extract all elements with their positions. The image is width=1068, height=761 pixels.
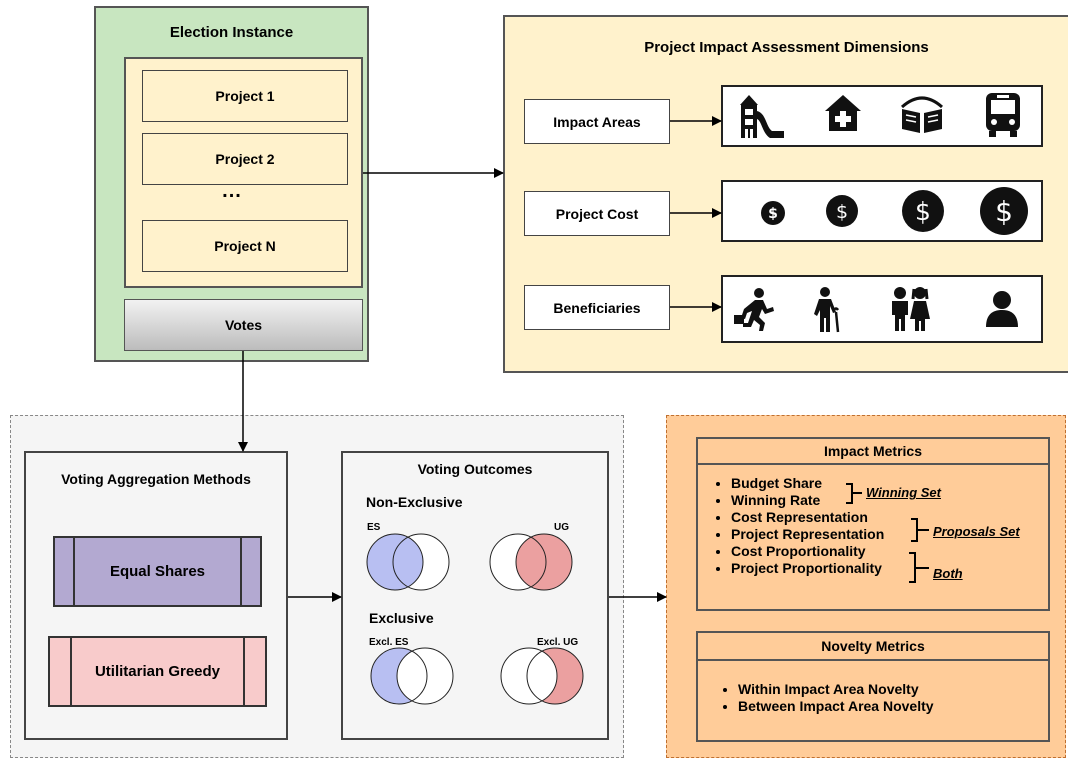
beneficiaries-label: Beneficiaries <box>524 285 670 330</box>
excl-es-label: Excl. ES <box>369 637 409 648</box>
metric-project-representation: Project Representation <box>731 526 884 543</box>
novelty-metrics-panel: Novelty Metrics Within Impact Area Novel… <box>696 631 1050 742</box>
impact-areas-label: Impact Areas <box>524 99 670 144</box>
novelty-metrics-list: Within Impact Area Novelty Between Impac… <box>718 681 934 715</box>
metrics-region <box>666 415 1066 758</box>
es-label: ES <box>367 522 381 533</box>
small-dollar-coin-icon: $ <box>761 201 785 225</box>
project-ellipsis: ... <box>222 179 242 202</box>
exclusive-label: Exclusive <box>369 610 434 626</box>
aggregation-methods-title: Voting Aggregation Methods <box>61 471 251 487</box>
impact-metrics-list: Budget Share Winning Rate Cost Represent… <box>711 475 884 577</box>
novelty-between: Between Impact Area Novelty <box>738 698 934 715</box>
excl-ug-label: Excl. UG <box>537 637 579 648</box>
running-child-icon <box>734 288 774 331</box>
svg-text:$: $ <box>915 197 931 226</box>
metric-cost-proportionality: Cost Proportionality <box>731 543 884 560</box>
votes-box: Votes <box>124 299 363 351</box>
svg-text:$: $ <box>836 201 848 223</box>
equal-shares-label: Equal Shares <box>109 563 206 580</box>
metric-project-proportionality: Project Proportionality <box>731 560 884 577</box>
large-dollar-coin-icon: $ <box>902 190 944 232</box>
metric-cost-representation: Cost Representation <box>731 509 884 526</box>
equal-shares-box: Equal Shares <box>53 536 262 607</box>
children-pair-icon <box>892 287 930 331</box>
project-1-box: Project 1 <box>142 70 348 122</box>
bus-icon <box>986 93 1020 137</box>
playground-icon <box>740 95 784 138</box>
xlarge-dollar-coin-icon: $ <box>980 187 1028 235</box>
novelty-within: Within Impact Area Novelty <box>738 681 934 698</box>
utilitarian-greedy-box: Utilitarian Greedy <box>48 636 267 707</box>
person-icon <box>986 291 1018 327</box>
elderly-person-icon <box>814 287 840 333</box>
proposals-set-label: Proposals Set <box>933 524 1020 539</box>
winning-set-label: Winning Set <box>866 485 941 500</box>
utilitarian-greedy-label: Utilitarian Greedy <box>94 663 221 680</box>
non-exclusive-label: Non-Exclusive <box>366 494 463 510</box>
metric-budget-share: Budget Share <box>731 475 884 492</box>
both-label: Both <box>933 566 963 581</box>
svg-text:$: $ <box>995 195 1013 228</box>
metric-winning-rate: Winning Rate <box>731 492 884 509</box>
project-2-box: Project 2 <box>142 133 348 185</box>
project-cost-label: Project Cost <box>524 191 670 236</box>
project-n-box: Project N <box>142 220 348 272</box>
ug-label: UG <box>554 522 569 533</box>
beneficiaries-icon-row <box>721 275 1043 343</box>
library-book-icon <box>900 96 944 133</box>
impact-metrics-title: Impact Metrics <box>698 439 1048 465</box>
hospital-icon <box>825 95 861 131</box>
novelty-metrics-title: Novelty Metrics <box>698 633 1048 661</box>
election-instance-title: Election Instance <box>169 24 294 41</box>
medium-dollar-coin-icon: $ <box>826 195 858 227</box>
voting-outcomes-title: Voting Outcomes <box>417 461 533 477</box>
svg-text:$: $ <box>768 206 778 222</box>
impact-metrics-panel: Impact Metrics Budget Share Winning Rate… <box>696 437 1050 611</box>
assessment-title: Project Impact Assessment Dimensions <box>644 39 929 56</box>
